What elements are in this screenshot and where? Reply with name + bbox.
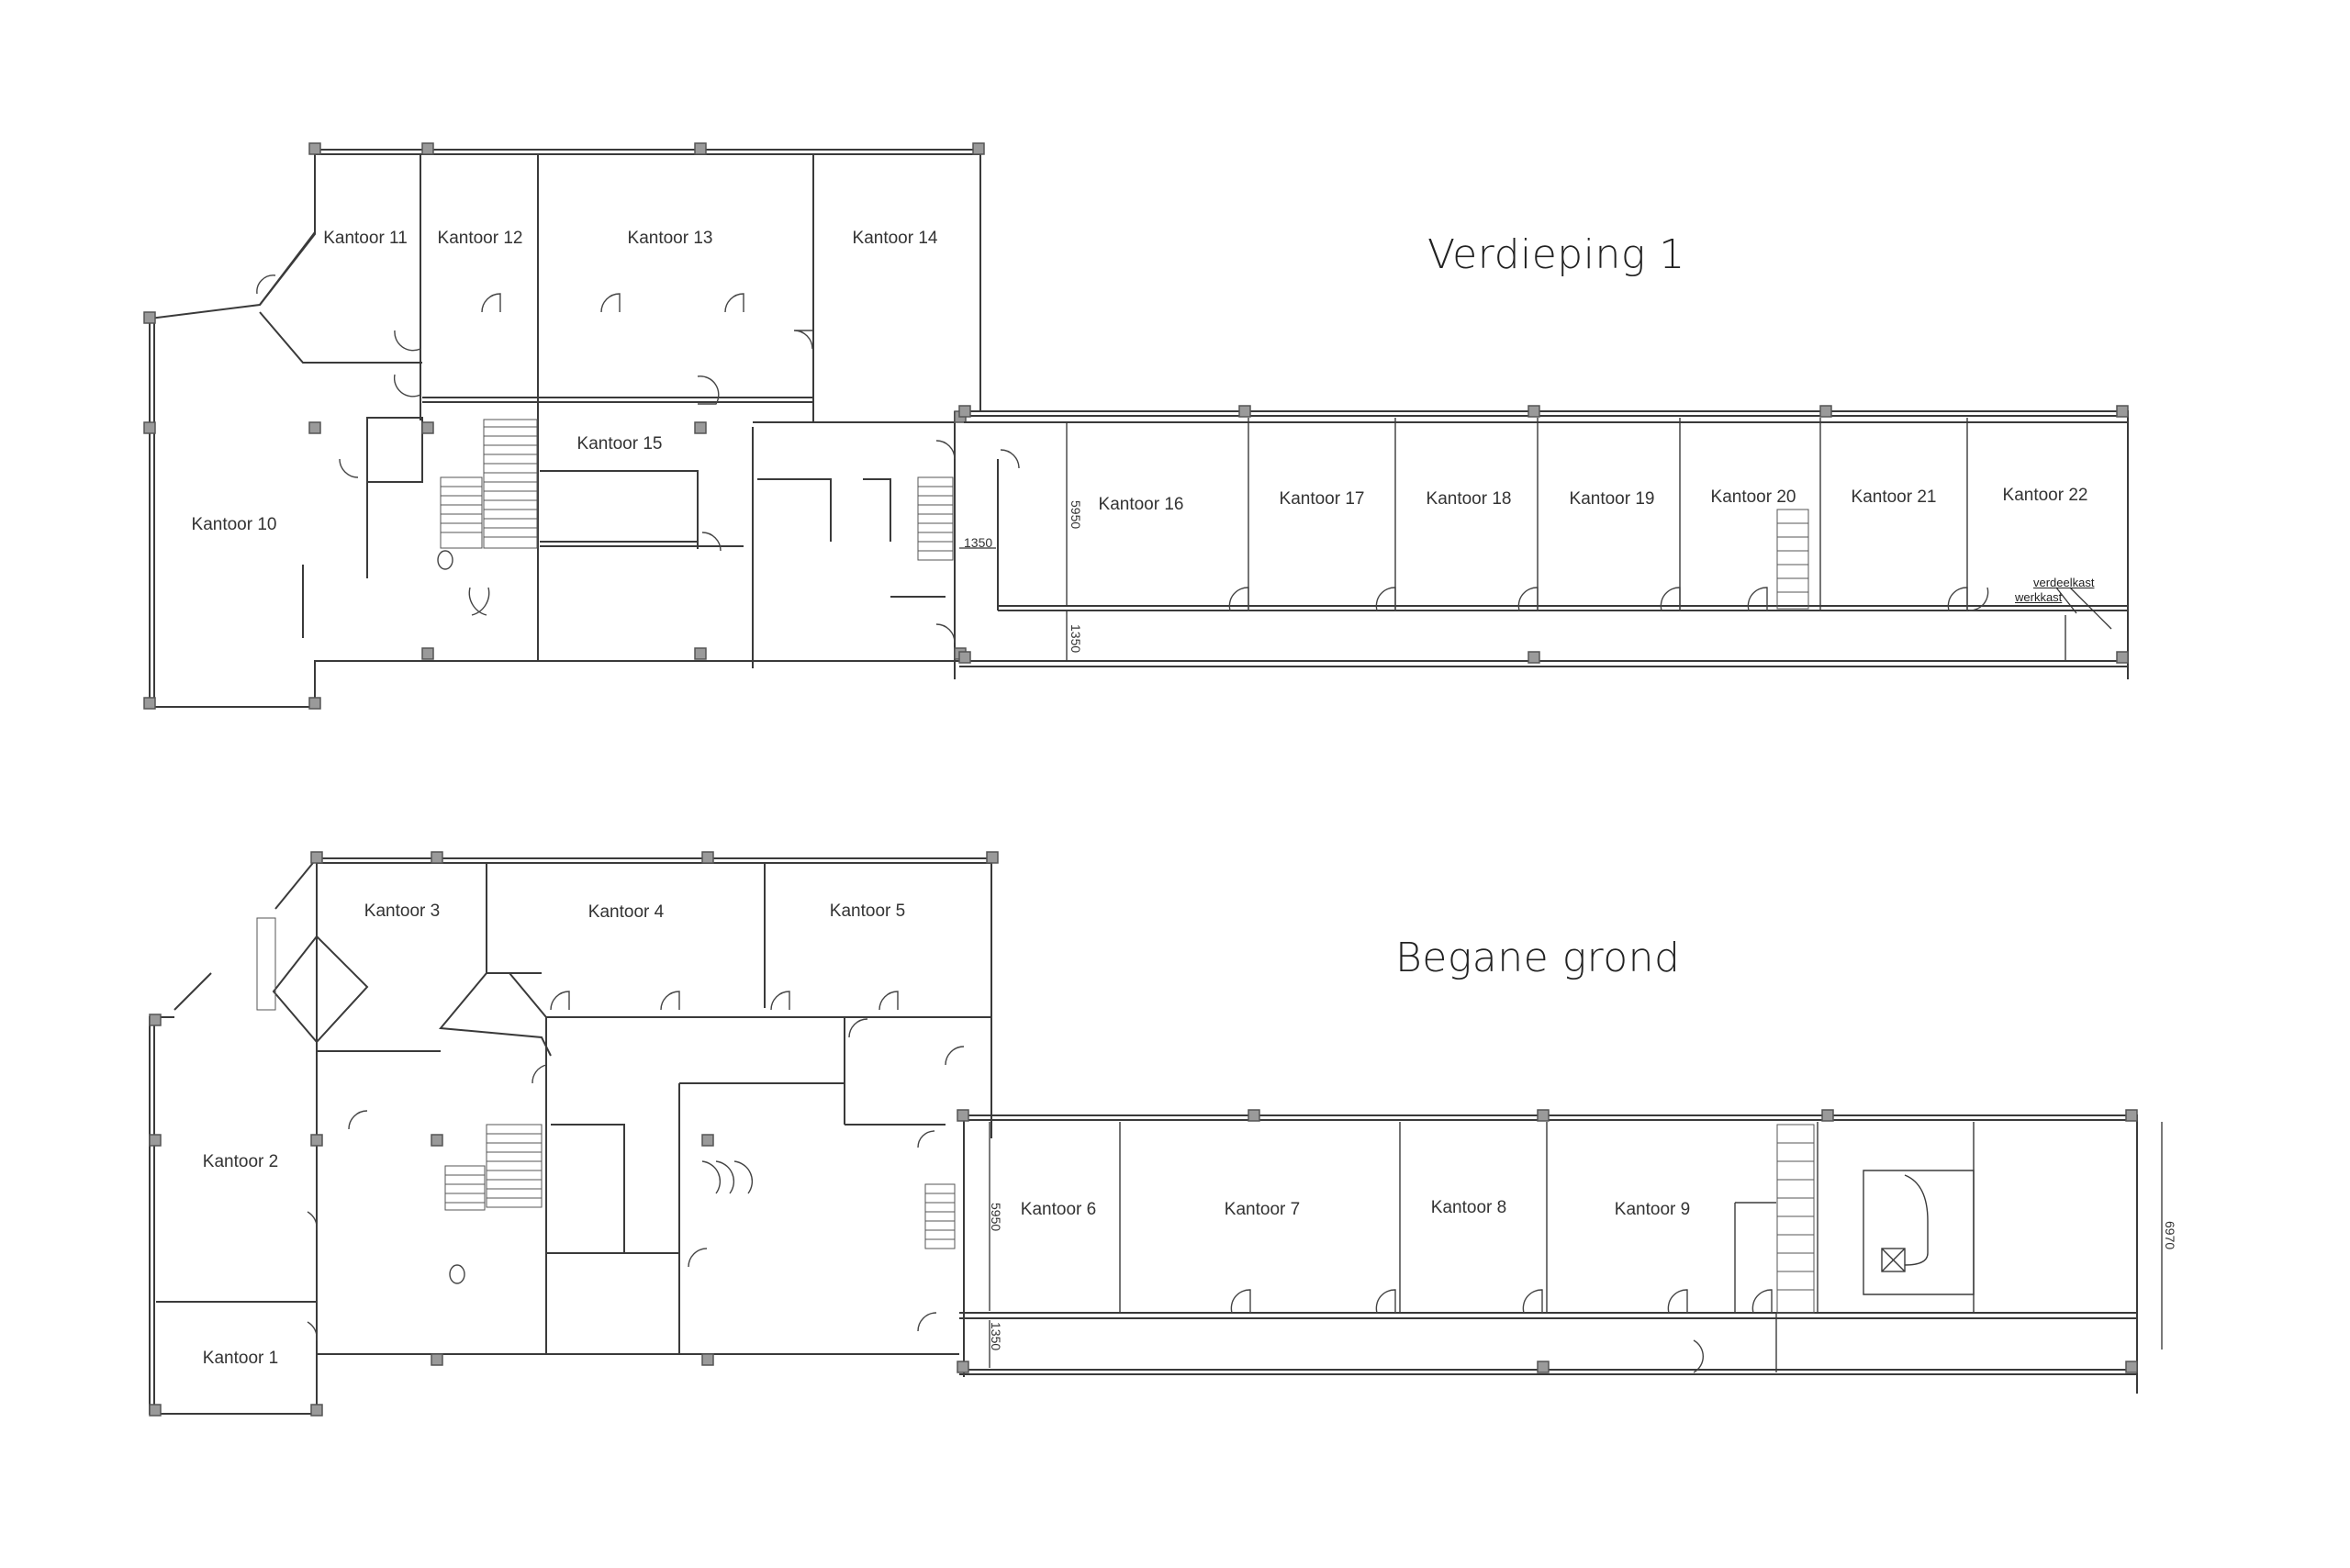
dimension-label-corridor-ground: 1350 (989, 1322, 1003, 1351)
room-label: Kantoor 9 (1614, 1200, 1691, 1219)
note-werkkast: werkkast (2015, 590, 2063, 604)
floor-title-upper: Verdieping 1 (1427, 231, 1685, 278)
room-label: Kantoor 11 (323, 229, 408, 248)
dimension-label-total-depth: 6970 (2163, 1221, 2177, 1250)
door-swings (256, 274, 956, 644)
dimension-lines (959, 422, 1068, 661)
staircase (440, 419, 954, 561)
room-label: Kantoor 19 (1569, 489, 1655, 509)
room-label: Kantoor 18 (1426, 489, 1512, 509)
room-label: Kantoor 14 (852, 229, 938, 248)
room-label: Kantoor 7 (1224, 1200, 1301, 1219)
room-label: Kantoor 6 (1020, 1200, 1097, 1219)
note-verdeelkast: verdeelkast (2033, 576, 2095, 589)
structural-columns (143, 142, 985, 710)
dimension-label-gap: 1350 (964, 535, 993, 550)
dimension-label-room-depth-ground: 5950 (989, 1203, 1003, 1232)
dimension-label-corridor-upper: 1350 (1069, 624, 1083, 654)
room-label: Kantoor 20 (1710, 487, 1796, 507)
room-label: Kantoor 13 (627, 229, 713, 248)
door-swings-east-upper (1000, 449, 1989, 611)
room-label: Kantoor 21 (1851, 487, 1937, 507)
room-label: Kantoor 5 (829, 902, 906, 921)
room-label: Kantoor 4 (588, 902, 665, 922)
room-label: Kantoor 12 (437, 229, 523, 248)
staircase-ground (444, 1124, 956, 1249)
room-label: Kantoor 15 (576, 434, 663, 454)
door-swings-ground-east (1230, 1289, 1773, 1373)
door-swings-ground-west (307, 991, 965, 1341)
room-label: Kantoor 8 (1430, 1198, 1507, 1217)
room-label: Kantoor 17 (1279, 489, 1365, 509)
room-label: Kantoor 10 (191, 515, 277, 534)
upper-floor-plan (143, 142, 2129, 710)
room-label: Kantoor 22 (2002, 486, 2088, 505)
dimension-lines-ground (989, 1122, 2163, 1368)
room-label: Kantoor 3 (364, 902, 441, 921)
ground-floor-plan (149, 851, 2163, 1417)
floor-title-ground: Begane grond (1395, 935, 1681, 981)
dimension-label-room-depth-upper: 5950 (1069, 500, 1083, 530)
room-label: Kantoor 2 (202, 1152, 279, 1171)
room-label: Kantoor 1 (202, 1349, 279, 1368)
room-label: Kantoor 16 (1098, 495, 1184, 514)
